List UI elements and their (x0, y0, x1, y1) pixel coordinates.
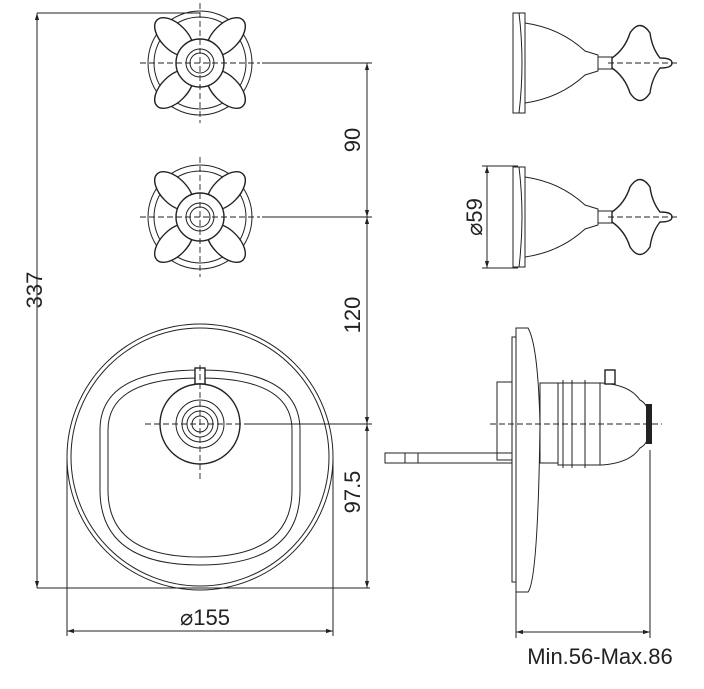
hot-handle-front (139, 2, 261, 124)
label-337: 337 (22, 272, 47, 309)
cold-handle-front (139, 156, 261, 278)
dimension-stack: 90 120 97.5 (250, 62, 372, 588)
mixer-side-view (384, 327, 662, 593)
dimension-plate-diameter: ⌀155 (66, 460, 334, 636)
label-97-5: 97.5 (340, 471, 365, 514)
label-59: ⌀59 (462, 198, 487, 236)
label-90: 90 (340, 128, 365, 152)
dimension-handle-diameter: ⌀59 (462, 165, 518, 269)
label-min-max: Min.56-Max.86 (527, 644, 673, 669)
hot-handle-side (512, 12, 681, 114)
mixer-plate-front (66, 323, 334, 591)
label-155: ⌀155 (180, 605, 230, 630)
cold-handle-side (512, 166, 681, 268)
label-120: 120 (340, 297, 365, 334)
dimension-total-height: 337 (22, 12, 370, 589)
dimension-depth-range: Min.56-Max.86 (515, 450, 673, 669)
